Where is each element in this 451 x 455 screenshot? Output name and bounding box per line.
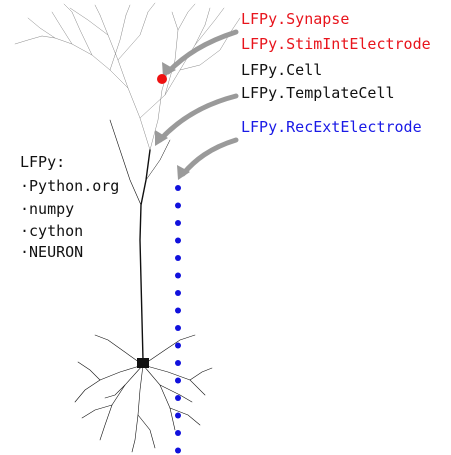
cell-label: LFPy.Cell bbox=[241, 61, 323, 79]
soma bbox=[137, 358, 149, 368]
arrow-rec-ext-electrode bbox=[177, 137, 239, 180]
electrode-contact bbox=[175, 430, 181, 436]
electrode-contact bbox=[175, 325, 181, 331]
dependencies-title: LFPy: bbox=[20, 153, 66, 171]
synapse-label: LFPy.Synapse bbox=[241, 10, 350, 28]
apical-tuft bbox=[14, 2, 241, 151]
electrode-contact bbox=[175, 412, 181, 419]
arrow-cell bbox=[155, 93, 239, 146]
electrode-contact bbox=[175, 237, 181, 244]
dependency-cython: ·cython bbox=[20, 222, 84, 240]
electrode-contact bbox=[175, 185, 181, 191]
arrows bbox=[155, 29, 239, 180]
rec-ext-electrode-label: LFPy.RecExtElectrode bbox=[241, 118, 422, 136]
oblique-dendrite bbox=[109, 119, 142, 206]
apical-trunk bbox=[139, 149, 151, 361]
dependency-neuron: ·NEURON bbox=[20, 243, 84, 261]
stimulus-site-marker bbox=[157, 74, 167, 84]
electrode-contact bbox=[175, 360, 181, 366]
electrode-contact bbox=[175, 342, 181, 349]
electrode-contact bbox=[175, 202, 181, 209]
electrode-contact bbox=[175, 447, 181, 454]
electrode-contact bbox=[175, 377, 181, 384]
arrow-synapse bbox=[162, 29, 239, 77]
electrode-contact bbox=[175, 395, 181, 401]
stim-electrode-label: LFPy.StimIntElectrode bbox=[241, 35, 431, 53]
template-cell-label: LFPy.TemplateCell bbox=[241, 84, 395, 102]
electrode-contacts bbox=[175, 185, 181, 454]
electrode-contact bbox=[175, 255, 181, 261]
electrode-contact bbox=[175, 307, 181, 314]
dependency-numpy: ·numpy bbox=[20, 200, 75, 218]
basal-dendrites bbox=[74, 334, 213, 453]
neuron-morphology bbox=[14, 2, 241, 453]
electrode-contact bbox=[175, 272, 181, 279]
electrode-contact bbox=[175, 290, 181, 296]
dependency-python: ·Python.org bbox=[20, 177, 120, 195]
electrode-contact bbox=[175, 220, 181, 226]
